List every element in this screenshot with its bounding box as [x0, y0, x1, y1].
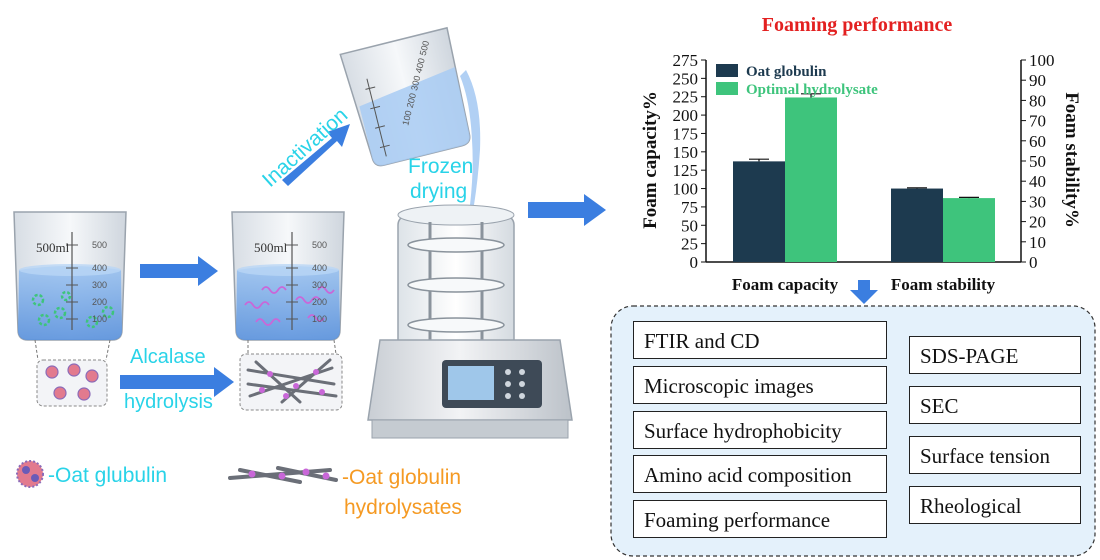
y-right-tick-label: 60	[1029, 132, 1046, 151]
pour-beaker-tick-label: 100	[400, 109, 413, 126]
y-right-axis-label: Foam stability%	[1061, 92, 1082, 228]
y-right-tick-label: 90	[1029, 71, 1046, 90]
y-right-tick-label: 10	[1029, 233, 1046, 252]
beaker-hydrolysis	[231, 211, 345, 341]
analysis-item-label: Foaming performance	[644, 508, 831, 532]
legend-swatch	[716, 64, 738, 77]
beaker2-tick-label: 400	[312, 263, 327, 273]
arrow-up-right-icon	[282, 124, 350, 186]
analysis-item-box: SEC	[909, 386, 1081, 424]
zoom-callout-globulin	[34, 339, 111, 407]
hydrolysate-icon	[228, 466, 338, 484]
y-left-tick-label: 50	[681, 216, 698, 235]
analysis-item-box: Rheological	[909, 486, 1081, 524]
legend-swatch	[716, 82, 738, 95]
foaming-chart: Foaming performance025507510012515017520…	[640, 14, 1082, 294]
legend-hydrolysate-label-line1: -Oat globulin	[342, 466, 461, 489]
y-left-tick-label: 75	[681, 198, 698, 217]
y-left-tick-label: 250	[673, 69, 699, 88]
legend-label: Oat globulin	[746, 64, 827, 80]
oat-globulin-icon	[16, 460, 44, 488]
pouring-stream	[460, 70, 481, 205]
beaker1-tick-label: 200	[92, 297, 107, 307]
y-left-axis-label: Foam capacity%	[640, 91, 661, 229]
beaker2-volume-label: 500ml	[254, 240, 288, 255]
beaker2-tick-label: 300	[312, 280, 327, 290]
y-left-tick-label: 125	[673, 161, 699, 180]
pour-beaker-tick-label: 400	[413, 57, 426, 74]
y-left-tick-label: 100	[673, 180, 699, 199]
y-right-tick-label: 50	[1029, 152, 1046, 171]
beaker1-tick-label: 500	[92, 240, 107, 250]
alcalase-label: Alcalase	[130, 346, 206, 368]
bar-optimal-hydrolysate	[785, 97, 837, 262]
y-right-tick-label: 100	[1029, 51, 1055, 70]
beaker1-tick-label: 300	[92, 280, 107, 290]
freeze-dryer	[367, 204, 573, 439]
analysis-item-label: Rheological	[920, 494, 1022, 518]
bar-oat-globulin	[733, 161, 785, 262]
y-left-tick-label: 200	[673, 106, 699, 125]
beaker2-tick-label: 500	[312, 240, 327, 250]
y-right-tick-label: 0	[1029, 253, 1038, 272]
bar-oat-globulin	[891, 188, 943, 262]
hydrolysis-label: hydrolysis	[124, 391, 213, 413]
beaker1-volume-label: 500ml	[36, 240, 70, 255]
y-right-tick-label: 80	[1029, 91, 1046, 110]
analysis-item-box: SDS-PAGE	[909, 336, 1081, 374]
analysis-item-box: Surface tension	[909, 436, 1081, 474]
beaker1-tick-label: 400	[92, 263, 107, 273]
arrow-right-icon	[120, 367, 234, 397]
x-category-label: Foam stability	[891, 275, 996, 294]
drying-label: drying	[410, 180, 467, 203]
analysis-item-label: Surface tension	[920, 444, 1051, 468]
analysis-item-label: Microscopic images	[644, 374, 814, 398]
y-left-tick-label: 175	[673, 124, 699, 143]
y-left-tick-label: 0	[690, 253, 699, 272]
analysis-item-box: Amino acid composition	[633, 455, 887, 493]
beaker2-tick-label: 100	[312, 314, 327, 324]
arrow-right-icon	[140, 256, 218, 286]
y-right-tick-label: 20	[1029, 213, 1046, 232]
pour-beaker-tick-label: 500	[418, 40, 431, 57]
y-right-tick-label: 70	[1029, 112, 1046, 131]
beaker-oat-globulin	[13, 211, 127, 341]
y-left-tick-label: 25	[681, 235, 698, 254]
y-right-tick-label: 30	[1029, 192, 1046, 211]
analysis-item-box: Microscopic images	[633, 366, 887, 404]
analysis-item-label: Amino acid composition	[644, 463, 852, 487]
y-left-tick-label: 150	[673, 143, 699, 162]
beaker1-tick-label: 100	[92, 314, 107, 324]
pour-beaker-tick-label: 200	[405, 92, 418, 109]
arrow-down-icon	[850, 280, 878, 304]
beaker2-tick-label: 200	[312, 297, 327, 307]
legend-oat-globulin-label: -Oat glubulin	[48, 464, 167, 487]
bar-optimal-hydrolysate	[943, 198, 995, 262]
arrow-right-icon	[528, 194, 606, 226]
pour-beaker-tick-label: 300	[409, 75, 422, 92]
inactivation-label: Inactivation	[258, 104, 352, 192]
analysis-item-box: Surface hydrophobicity	[633, 411, 887, 449]
pouring-beaker	[339, 26, 471, 167]
analysis-item-box: Foaming performance	[633, 500, 887, 538]
zoom-callout-hydrolysates	[239, 339, 343, 411]
frozen-label: Frozen	[408, 155, 473, 178]
analysis-item-label: Surface hydrophobicity	[644, 419, 842, 443]
x-category-label: Foam capacity	[732, 275, 839, 294]
analysis-item-box: FTIR and CD	[633, 321, 887, 359]
analysis-item-label: FTIR and CD	[644, 329, 760, 353]
analysis-item-label: SEC	[920, 394, 959, 418]
chart-title: Foaming performance	[762, 14, 953, 36]
legend-hydrolysate-label-line2: hydrolysates	[344, 496, 462, 519]
y-left-tick-label: 225	[673, 88, 699, 107]
y-left-tick-label: 275	[673, 51, 699, 70]
y-right-tick-label: 40	[1029, 172, 1046, 191]
legend-label: Optimal hydrolysate	[746, 82, 878, 98]
analysis-item-label: SDS-PAGE	[920, 344, 1019, 368]
